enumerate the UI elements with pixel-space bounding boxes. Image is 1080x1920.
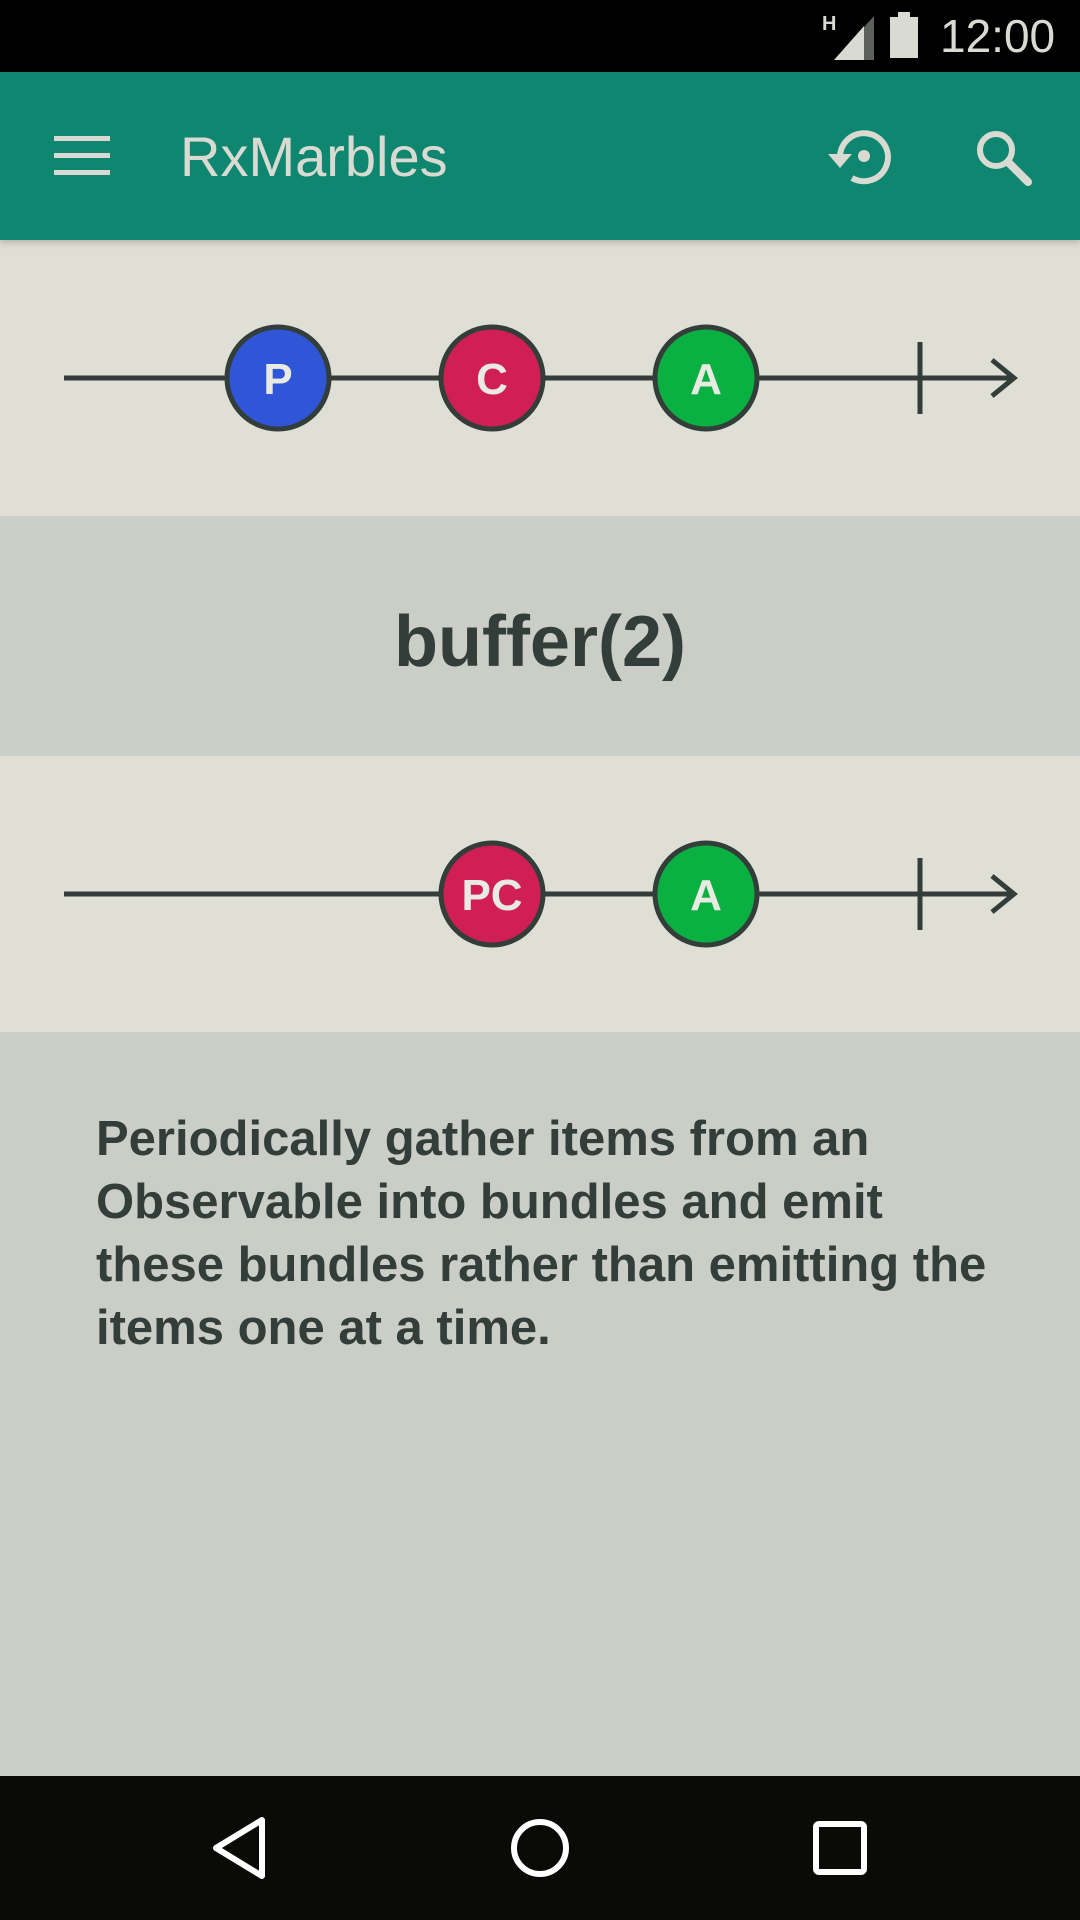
marble-label: C <box>476 355 508 404</box>
app-title: RxMarbles <box>180 125 448 188</box>
marble-c[interactable]: C <box>438 324 546 432</box>
history-icon[interactable] <box>826 124 898 188</box>
marble-circle[interactable] <box>224 324 332 432</box>
marble-pc: PC <box>438 840 546 948</box>
marble-p[interactable]: P <box>224 324 332 432</box>
recents-icon[interactable] <box>804 1812 876 1884</box>
operator-label: buffer(2) <box>394 602 686 682</box>
marble-label: PC <box>461 871 522 920</box>
network-type-label: H <box>822 13 836 35</box>
operator-description: Periodically gather items from an Observ… <box>96 1112 987 1355</box>
marble-a[interactable]: A <box>652 324 760 432</box>
output-stream-diagram: PC A <box>64 840 1018 948</box>
input-stream: P C A <box>0 240 1080 516</box>
operator-band: buffer(2) <box>0 516 1080 756</box>
home-icon[interactable] <box>504 1812 576 1884</box>
marble-a: A <box>652 840 760 948</box>
status-bar: H 12:00 <box>0 0 1080 72</box>
app-bar: RxMarbles <box>0 72 1080 240</box>
navigation-bar <box>0 1776 1080 1920</box>
clock: 12:00 <box>940 10 1056 62</box>
marble-label: P <box>263 355 292 404</box>
back-icon[interactable] <box>204 1812 276 1884</box>
output-stream: PC A <box>0 756 1080 1032</box>
marble-circle <box>438 840 546 948</box>
marble-label: A <box>690 355 722 404</box>
battery-icon <box>890 12 918 58</box>
search-icon[interactable] <box>972 126 1034 188</box>
signal-icon: H <box>822 13 874 60</box>
input-stream-diagram: P C A <box>64 324 1018 432</box>
marble-circle[interactable] <box>438 324 546 432</box>
menu-icon[interactable] <box>50 132 114 180</box>
marble-label: A <box>690 871 722 920</box>
marble-circle <box>652 840 760 948</box>
timeline-arrow <box>990 874 1018 914</box>
marble-circle[interactable] <box>652 324 760 432</box>
timeline-arrow <box>990 358 1018 398</box>
